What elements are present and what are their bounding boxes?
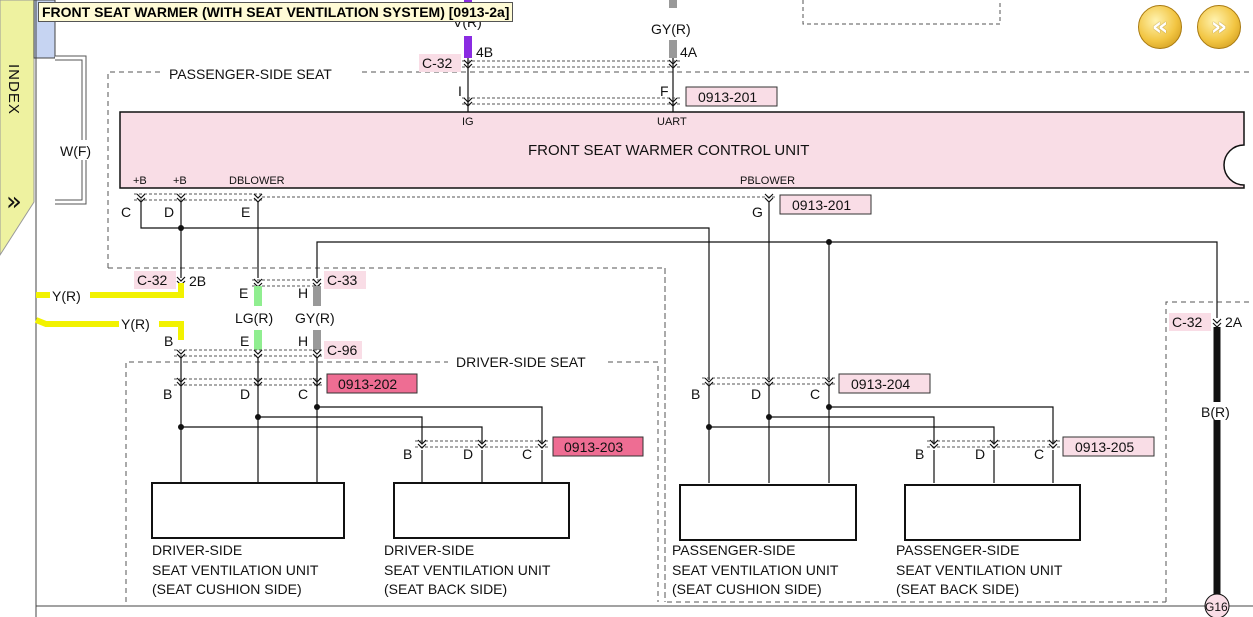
svg-text:G16: G16	[1205, 600, 1228, 614]
passenger-seat-boundary	[107, 71, 1253, 268]
connector-c32-left	[134, 271, 176, 289]
ref-0913-204[interactable]	[838, 373, 931, 394]
svg-text:C-32: C-32	[137, 272, 168, 288]
svg-text:IG: IG	[462, 116, 474, 128]
double-chevron-right-icon: »	[1210, 12, 1228, 42]
page-title: FRONT SEAT WARMER (WITH SEAT VENTILATION…	[38, 2, 514, 22]
svg-text:I: I	[458, 83, 462, 99]
svg-text:Y(R): Y(R)	[52, 288, 81, 304]
connector-c96	[324, 341, 362, 359]
svg-text:C-32: C-32	[1172, 314, 1203, 330]
svg-text:C: C	[522, 446, 532, 462]
svg-text:C: C	[1034, 446, 1044, 462]
svg-text:C-33: C-33	[327, 272, 358, 288]
svg-text:D: D	[975, 446, 985, 462]
next-page-button[interactable]: »	[1197, 5, 1241, 49]
svg-text:C: C	[298, 386, 308, 402]
forward-arrow-icon[interactable]: »	[6, 187, 22, 217]
control-unit	[119, 111, 1245, 189]
passenger-cushion-unit	[679, 484, 857, 541]
svg-text:D: D	[463, 446, 473, 462]
double-chevron-left-icon: «	[1151, 12, 1169, 42]
svg-text:PBLOWER: PBLOWER	[740, 175, 795, 187]
ground-g16	[1204, 593, 1230, 617]
svg-text:B: B	[915, 446, 924, 462]
svg-text:0913-202: 0913-202	[338, 376, 397, 392]
unit-label-passenger-cushion: PASSENGER-SIDE SEAT VENTILATION UNIT (SE…	[672, 542, 842, 597]
svg-text:+B: +B	[173, 175, 187, 187]
connector-c33	[324, 271, 366, 289]
passenger-back-unit	[904, 484, 1081, 541]
svg-text:E: E	[239, 285, 248, 301]
driver-seat-label: DRIVER-SIDE SEAT	[456, 354, 586, 370]
wire-label-wf: W(F)	[60, 143, 91, 159]
svg-text:H: H	[298, 285, 308, 301]
svg-text:0913-201: 0913-201	[792, 197, 851, 213]
svg-text:0913-205: 0913-205	[1075, 439, 1134, 455]
svg-text:B(R): B(R)	[1201, 404, 1230, 420]
ref-0913-201-bottom[interactable]	[779, 194, 872, 215]
svg-text:2B: 2B	[189, 273, 206, 289]
ref-0913-202[interactable]	[326, 373, 418, 394]
svg-text:E: E	[240, 333, 249, 349]
svg-text:D: D	[240, 386, 250, 402]
svg-text:H: H	[298, 333, 308, 349]
svg-text:B: B	[691, 386, 700, 402]
unit-label-passenger-back: PASSENGER-SIDE SEAT VENTILATION UNIT (SE…	[896, 542, 1066, 597]
passenger-seat-label: PASSENGER-SIDE SEAT	[169, 66, 332, 82]
driver-back-unit	[393, 482, 570, 539]
index-tab[interactable]: INDEX »	[0, 0, 34, 232]
svg-text:LG(R): LG(R)	[235, 310, 273, 326]
ref-0913-203[interactable]	[552, 436, 644, 457]
svg-text:C-96: C-96	[327, 342, 358, 358]
svg-text:DBLOWER: DBLOWER	[229, 175, 285, 187]
unit-label-driver-cushion: DRIVER-SIDE SEAT VENTILATION UNIT (SEAT …	[152, 542, 322, 597]
svg-text:4A: 4A	[680, 44, 698, 60]
sidebar-background	[0, 0, 35, 256]
control-unit-name: FRONT SEAT WARMER CONTROL UNIT	[528, 142, 809, 159]
connector-c32-right	[1169, 313, 1211, 331]
svg-text:UART: UART	[657, 116, 687, 128]
svg-text:C: C	[121, 204, 131, 220]
svg-text:C-32: C-32	[422, 55, 453, 71]
svg-text:B: B	[403, 446, 412, 462]
index-label: INDEX	[5, 64, 22, 115]
svg-text:D: D	[164, 204, 174, 220]
svg-text:B: B	[163, 386, 172, 402]
driver-cushion-unit	[151, 482, 345, 539]
connector-c32-top	[419, 54, 461, 72]
svg-text:B: B	[164, 333, 173, 349]
svg-text:D: D	[751, 386, 761, 402]
svg-text:+B: +B	[133, 175, 147, 187]
svg-text:4B: 4B	[476, 44, 493, 60]
ref-0913-205[interactable]	[1062, 436, 1155, 457]
svg-text:0913-201: 0913-201	[698, 89, 757, 105]
wire-y-r-2	[34, 317, 184, 340]
svg-text:Y(R): Y(R)	[121, 316, 150, 332]
unit-label-driver-back: DRIVER-SIDE SEAT VENTILATION UNIT (SEAT …	[384, 542, 554, 597]
ref-0913-201-top[interactable]	[685, 86, 778, 107]
svg-text:C: C	[810, 386, 820, 402]
svg-text:2A: 2A	[1225, 314, 1243, 330]
svg-text:0913-204: 0913-204	[851, 376, 910, 392]
prev-page-button[interactable]: «	[1138, 5, 1182, 49]
svg-text:E: E	[241, 204, 250, 220]
svg-text:0913-203: 0913-203	[564, 439, 623, 455]
svg-text:F: F	[660, 83, 669, 99]
svg-text:GY(R): GY(R)	[295, 310, 335, 326]
wire-label-gyr-top: GY(R)	[651, 21, 691, 37]
driver-seat-boundary	[125, 361, 659, 602]
svg-text:G: G	[752, 204, 763, 220]
